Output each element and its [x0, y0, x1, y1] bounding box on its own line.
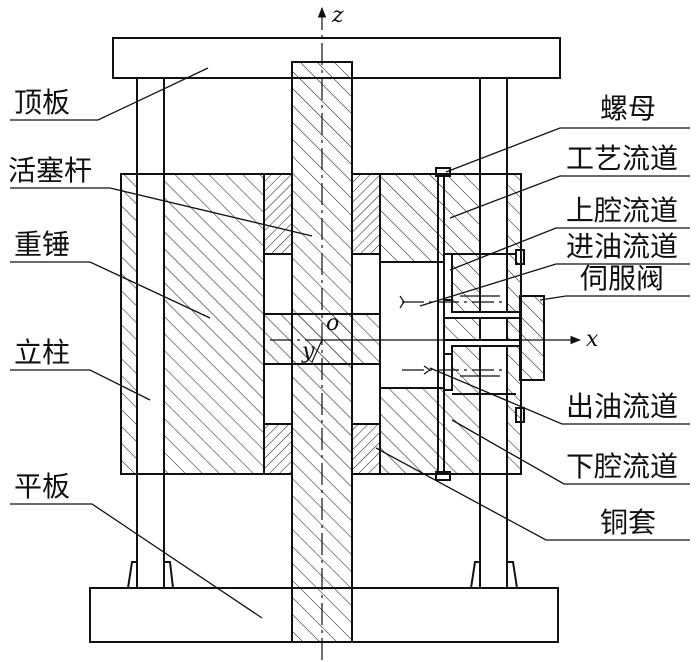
heavy-hammer-left-body — [163, 173, 265, 475]
label-nut: 螺母 — [600, 92, 656, 125]
upper-chamber-channel — [443, 253, 453, 301]
label-column: 立柱 — [14, 336, 70, 369]
x-axis-label: x — [586, 327, 599, 352]
column-left — [136, 77, 165, 589]
z-axis-label: z — [331, 3, 344, 28]
label-oil-inlet-channel: 进油流道 — [566, 230, 678, 263]
servo-valve — [519, 295, 545, 381]
column-foot-left — [127, 561, 174, 589]
label-lower-chamber-channel: 下腔流道 — [566, 450, 678, 483]
lower-chamber-left — [263, 363, 293, 425]
copper-sleeve-upper-right — [351, 173, 381, 255]
port-upper — [515, 249, 525, 265]
copper-sleeve-lower-right — [351, 423, 381, 475]
copper-sleeve-lower-left — [263, 423, 293, 475]
label-process-channel: 工艺流道 — [566, 142, 678, 175]
label-upper-chamber-channel: 上腔流道 — [566, 194, 678, 227]
label-oil-outlet-channel: 出油流道 — [566, 390, 678, 423]
label-heavy-hammer: 重锤 — [14, 228, 70, 261]
label-flat-plate: 平板 — [14, 470, 70, 503]
nut-top — [435, 167, 451, 177]
label-servo-valve: 伺服阀 — [580, 262, 664, 295]
column-foot-right — [470, 561, 518, 589]
hammer-left-gap-top — [136, 173, 165, 475]
nut-bottom — [435, 471, 451, 481]
hammer-right-gap — [479, 173, 508, 475]
label-piston-rod: 活塞杆 — [8, 154, 92, 187]
heavy-hammer-right-flange — [506, 173, 522, 475]
y-axis-label: y — [301, 339, 315, 364]
lower-chamber-channel — [443, 353, 453, 391]
copper-sleeve-upper-left — [263, 173, 293, 255]
y-axis — [311, 339, 323, 363]
lower-chamber-right — [351, 363, 381, 425]
upper-chamber-right — [351, 253, 381, 315]
port-lower — [515, 407, 525, 423]
label-copper-sleeve: 铜套 — [600, 506, 656, 539]
upper-chamber-left — [263, 253, 293, 315]
origin-label: o — [326, 311, 339, 336]
heavy-hammer-left-flange — [120, 173, 138, 475]
oil-channel-block — [379, 261, 445, 389]
label-top-plate: 顶板 — [14, 86, 70, 119]
